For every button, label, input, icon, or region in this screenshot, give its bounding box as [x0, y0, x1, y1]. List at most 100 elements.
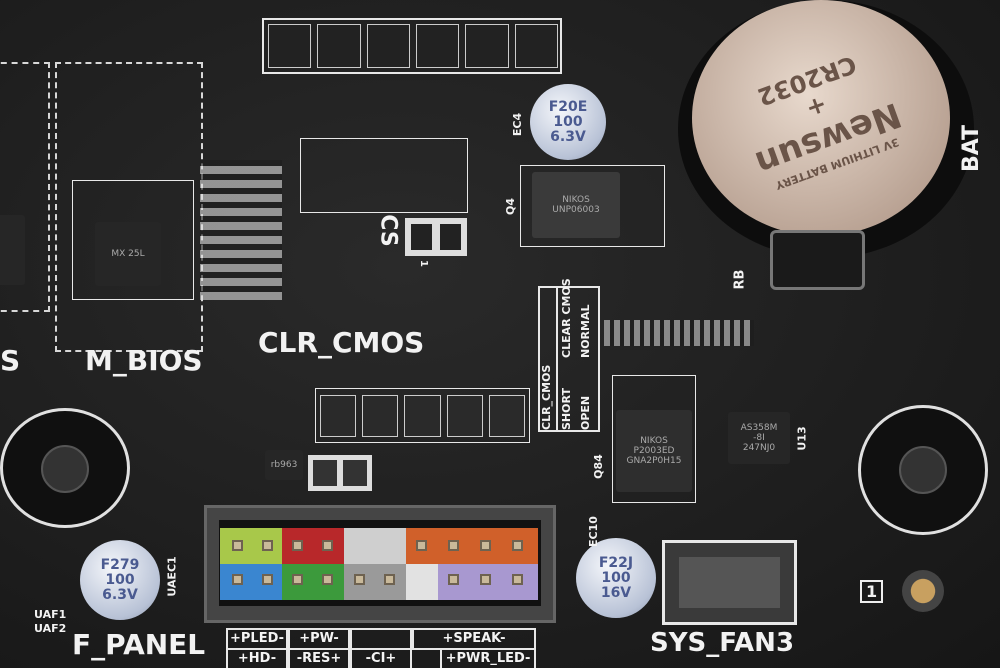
resistor-array: [604, 320, 754, 346]
mounting-hole-left: [0, 408, 130, 528]
header-pin: [322, 574, 333, 585]
transistor: [415, 24, 460, 68]
header-pin: [448, 574, 459, 585]
clear-cmos-table: CLR_CMOS SHORT CLEAR CMOS OPEN NORMAL: [538, 278, 600, 432]
u13-opamp: AS358M -8I 247NJ0: [728, 412, 790, 464]
res-label: -RES+: [288, 648, 350, 668]
cs-jumper[interactable]: [405, 218, 467, 256]
header-pin: [232, 540, 243, 551]
mosfet-brand: NIKOS: [562, 195, 590, 205]
q84-mosfet: NIKOS P2003ED GNA2P0H15: [616, 410, 692, 492]
jumper[interactable]: [308, 455, 372, 491]
pled-label: +PLED-: [226, 628, 288, 650]
transistor: [317, 24, 361, 68]
q4-label: Q4: [504, 197, 518, 216]
header-pin: [292, 540, 303, 551]
transistor: [514, 24, 558, 68]
cap-code: F22J: [598, 554, 634, 571]
transistor: [362, 395, 399, 437]
small-chip: rb963: [265, 450, 303, 480]
cap-value: 100: [105, 571, 135, 588]
mosfet-model: UNP06003: [552, 205, 600, 215]
header-pin: [262, 540, 273, 551]
transistor: [268, 24, 312, 68]
header-pin: [512, 574, 523, 585]
small-chip-text: rb963: [270, 460, 298, 470]
ec4-label: EC4: [511, 112, 525, 137]
q84-label: Q84: [591, 454, 605, 479]
screw-hole: [899, 446, 947, 494]
cap-value: 100: [601, 569, 631, 586]
cs-pin1-label: 1: [417, 260, 429, 267]
clr-cmos-label: CLR_CMOS: [258, 326, 425, 359]
cs-label: CS: [375, 214, 401, 247]
coin-cell-battery: 3V LITHIUM BATTERY Newsun + CR2032: [692, 0, 950, 236]
cap-voltage: 6.3V: [102, 586, 138, 603]
normal-action: NORMAL: [579, 304, 592, 359]
bios-socket-outline: [72, 180, 194, 300]
pin1-marker: 1: [860, 580, 884, 603]
screw-hole: [41, 445, 89, 493]
ci-label: -CI+: [350, 648, 412, 668]
header-pin: [416, 540, 427, 551]
q84-outline: [612, 375, 696, 503]
transistor: [366, 24, 410, 68]
m-bios-label: M_BIOS: [85, 344, 203, 377]
transistor: [404, 395, 441, 437]
opamp-model: AS358M: [740, 423, 778, 433]
top-component-outline: [262, 18, 562, 74]
short-state: SHORT: [560, 388, 573, 430]
rb-label: RB: [732, 269, 748, 290]
q4-outline: [520, 165, 665, 247]
transistor: [465, 24, 509, 68]
header-pin: [232, 574, 243, 585]
bios-chip: MX 25L: [95, 222, 161, 286]
header-pin: [384, 574, 395, 585]
open-state: OPEN: [579, 395, 592, 430]
uaf1-label: UAF1: [34, 608, 67, 621]
cs-component-outline: [300, 138, 468, 213]
nc-block: [406, 564, 438, 600]
battery-clip: [770, 230, 865, 290]
uaf2-label: UAF2: [34, 622, 67, 635]
header-pin: [322, 540, 333, 551]
fan-header-housing: [679, 557, 780, 608]
header-pin: [262, 574, 273, 585]
jumper-pin: [313, 460, 337, 486]
pw-label: +PW-: [288, 628, 350, 650]
mosfet-model: P2003ED: [633, 446, 675, 456]
header-pin: [292, 574, 303, 585]
cap-value: 100: [553, 113, 583, 130]
opamp-grade: -8I: [753, 433, 765, 443]
sys-fan3-label: SYS_FAN3: [650, 628, 795, 658]
opamp-lot: 247NJ0: [742, 443, 776, 453]
q4-mosfet: NIKOS UNP06003: [532, 172, 620, 238]
left-dashed-outline: [0, 62, 50, 312]
blank-label: [350, 628, 412, 650]
hd-label: +HD-: [226, 648, 288, 668]
panel-color-grid: [220, 528, 538, 600]
transistor: [488, 395, 526, 437]
mounting-hole-right: [858, 405, 988, 535]
clear-cmos-table-title: CLR_CMOS: [540, 288, 558, 430]
bios-chip-text: MX 25L: [111, 249, 145, 259]
cap-code: F279: [100, 556, 140, 573]
ec10-label: EC10: [586, 516, 600, 547]
empty-block: [344, 528, 406, 564]
sys-fan3-header[interactable]: [662, 540, 797, 625]
left-chip: [0, 215, 25, 285]
gold-pad: [902, 570, 944, 612]
clear-cmos-action: CLEAR CMOS: [560, 278, 573, 358]
transistor: [446, 395, 483, 437]
speak-label: +SPEAK-: [412, 628, 536, 650]
bat-label: BAT: [959, 124, 985, 173]
top-transistor-array: [268, 24, 558, 68]
cap-voltage: 16V: [600, 584, 632, 601]
header-pin: [480, 574, 491, 585]
mosfet-brand: NIKOS: [640, 436, 668, 446]
f-panel-label: F_PANEL: [72, 628, 206, 661]
cap-code: F20E: [548, 98, 588, 115]
header-pin: [354, 574, 365, 585]
